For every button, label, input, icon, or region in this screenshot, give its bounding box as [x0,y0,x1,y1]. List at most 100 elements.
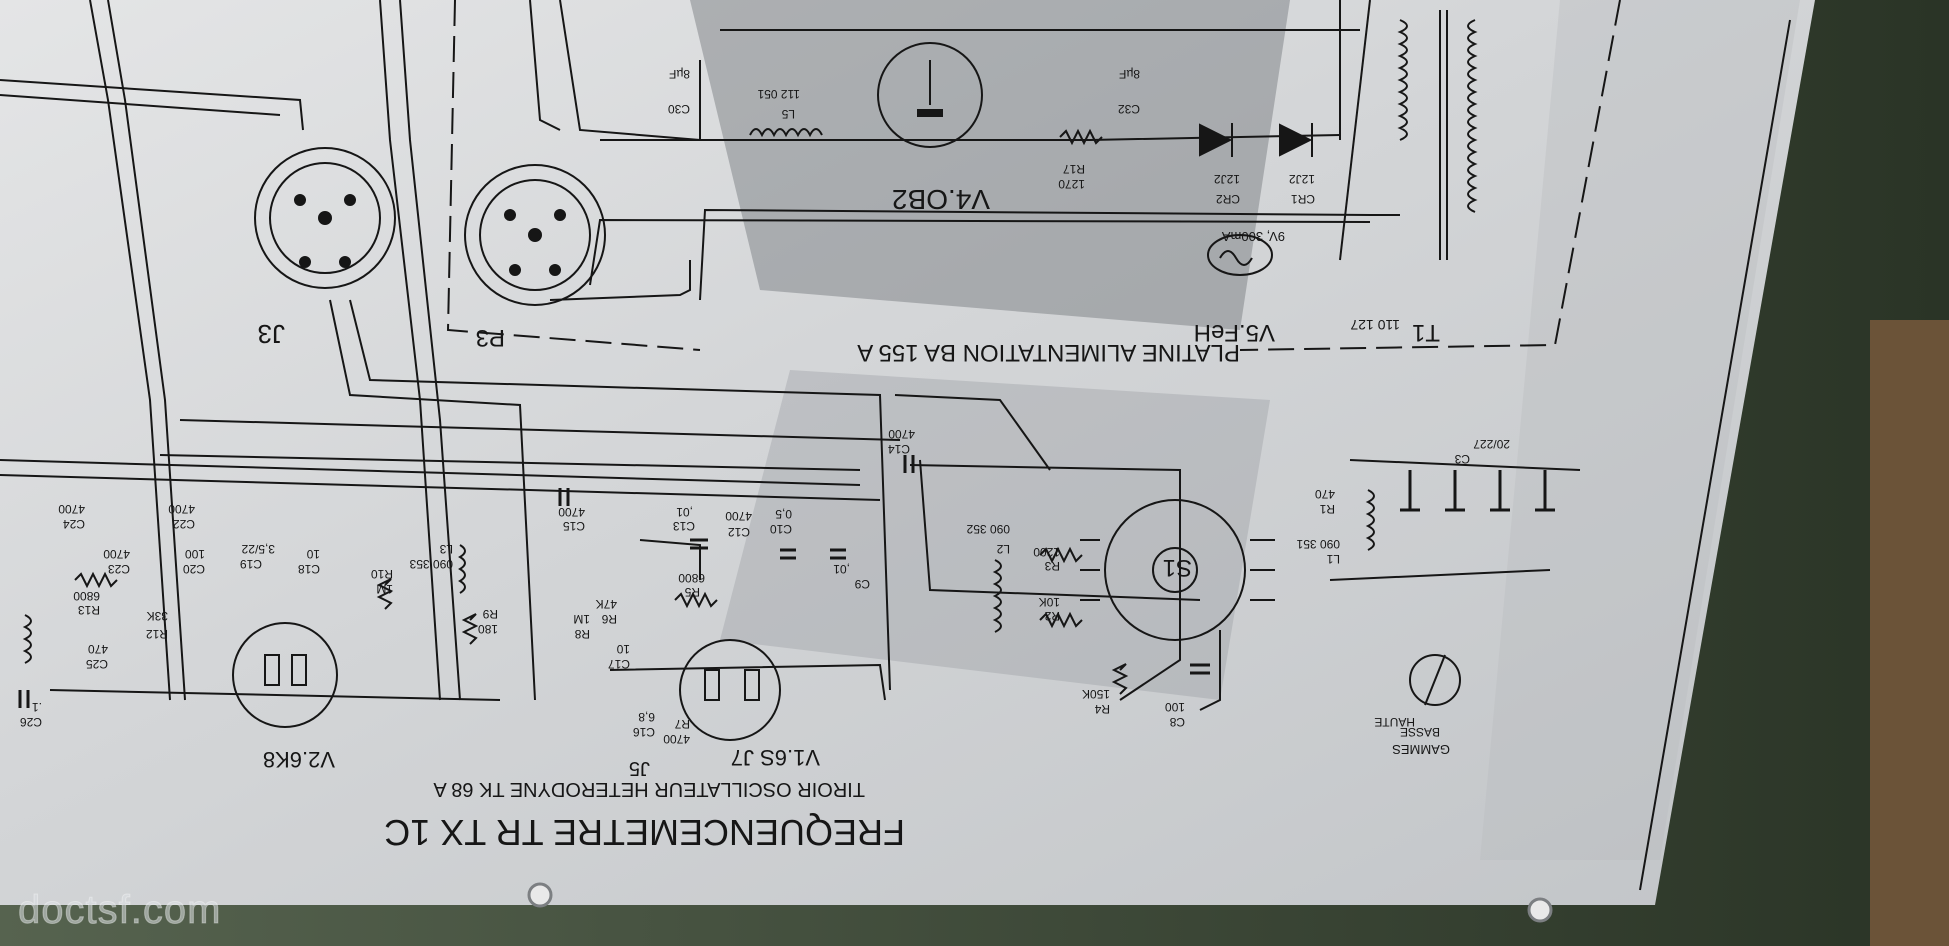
component-ref: C26 [20,715,42,729]
reflection-band [1480,0,1800,860]
component-value: 12J2 [1289,172,1315,186]
connector-p3-label: P3 [476,324,505,351]
connector-j3 [254,147,396,289]
component-value: 33K [147,609,168,623]
power-board-label: PLATINE ALIMENTATION BA 155 A [857,339,1240,366]
component-value: 470 [88,642,108,656]
component-ref: C3 [1454,452,1470,466]
component-value: 1M [376,582,393,596]
component-ref: R4 [1094,702,1110,716]
component-value: ,01 [676,505,693,519]
component-value: 4700 [168,502,195,516]
component-value: 4700 [103,547,130,561]
component-ref: R6 [601,612,617,626]
component-labels: R9 180 R10 1M R12 33K R13 6800 R5 6800 R… [20,67,1510,746]
component-value: 10 [616,642,630,656]
diode-cr1 [1279,123,1313,157]
coil-l2 [992,559,1002,633]
component-value: 10 [306,547,320,561]
component-value: 180 [478,622,498,636]
component-ref: C18 [298,562,320,576]
transformer-label: T1 [1412,319,1440,346]
component-value: 1200 [1033,545,1060,559]
screw [1527,897,1553,923]
component-ref: C16 [633,725,655,739]
component-value: 470 [1315,487,1335,501]
tube-v2-label: V2.6K8 [263,747,335,772]
connector-j5-label: J5 [629,757,650,779]
transformer-ref-label: 110 127 [1350,317,1400,333]
coil-l5 [749,128,823,138]
metal-panel [0,0,1815,905]
component-ref: C9 [854,577,870,591]
power-board-outline [446,0,1621,351]
coil-l3 [458,544,466,594]
diode-cr2 [1199,123,1233,157]
component-ref: R8 [574,627,590,641]
component-value: 112 051 [757,87,800,101]
connector-j3-label: J3 [258,319,285,349]
component-value: 20/227 [1473,437,1510,451]
component-value: 4700 [725,509,752,523]
component-value: 100 [185,547,205,561]
component-ref: C32 [1118,102,1140,116]
component-ref: R17 [1063,162,1085,176]
component-value: 0,5 [775,507,792,521]
lamp-v5 [1207,234,1273,276]
component-ref: L3 [439,542,453,556]
component-ref: C17 [608,657,630,671]
component-value: 4700 [888,427,915,441]
component-ref: R9 [482,607,498,621]
subtitle-label: TIROIR OSCILLATEUR HETERODYNE TK 68 A [433,778,865,800]
component-ref: R2 [1044,609,1060,623]
component-ref: R10 [371,567,393,581]
reflection-band [690,0,1290,330]
tube-v4 [877,42,983,148]
component-value: 4700 [663,732,690,746]
component-ref: C10 [770,522,792,536]
capacitors [18,455,1555,708]
coil-l4 [22,614,32,664]
component-value: 47K [596,597,617,611]
component-value: ,01 [833,562,850,576]
component-ref: R13 [78,603,100,617]
component-value: 1270 [1058,177,1085,191]
component-value: 100 [1165,700,1185,714]
reflection-band [720,370,1270,700]
tube-v5-label: V5.FeH [1194,319,1275,346]
component-ref: C20 [183,562,205,576]
watermark: doctsf.com [17,888,222,933]
component-ref: R5 [684,585,700,599]
component-ref: C19 [240,557,262,571]
component-value: 6800 [73,589,100,603]
component-ref: R12 [146,627,168,641]
component-ref: R7 [674,717,690,731]
component-ref: L5 [781,107,795,121]
connector-p3 [464,164,606,306]
component-value: 1M [573,612,590,626]
title-label: FREQUENCEMETRE TR TX 1C [384,812,905,853]
component-ref: C12 [728,525,750,539]
component-ref: R3 [1044,559,1060,573]
wiring [0,0,1581,711]
component-value: 6,8 [638,710,655,724]
resistors [74,128,1129,695]
component-ref: C14 [888,442,910,456]
component-value: 4700 [58,502,85,516]
component-value: 6800 [678,571,705,585]
basse-label: BASSE [1400,725,1440,739]
wood-edge [1870,320,1949,946]
component-value: 090 353 [409,557,453,571]
component-ref: C15 [563,519,585,533]
component-value: .1 [32,700,42,714]
component-ref: CR1 [1291,192,1315,206]
tube-v4-label: V4.OB2 [892,184,990,215]
tube-v2 [232,622,338,728]
component-ref: L2 [996,542,1010,556]
tube-v1 [679,639,781,741]
component-value: 090 352 [966,522,1010,536]
range-selector [1409,654,1461,706]
component-value: 090 351 [1296,537,1340,551]
haute-label: HAUTE [1374,715,1415,729]
